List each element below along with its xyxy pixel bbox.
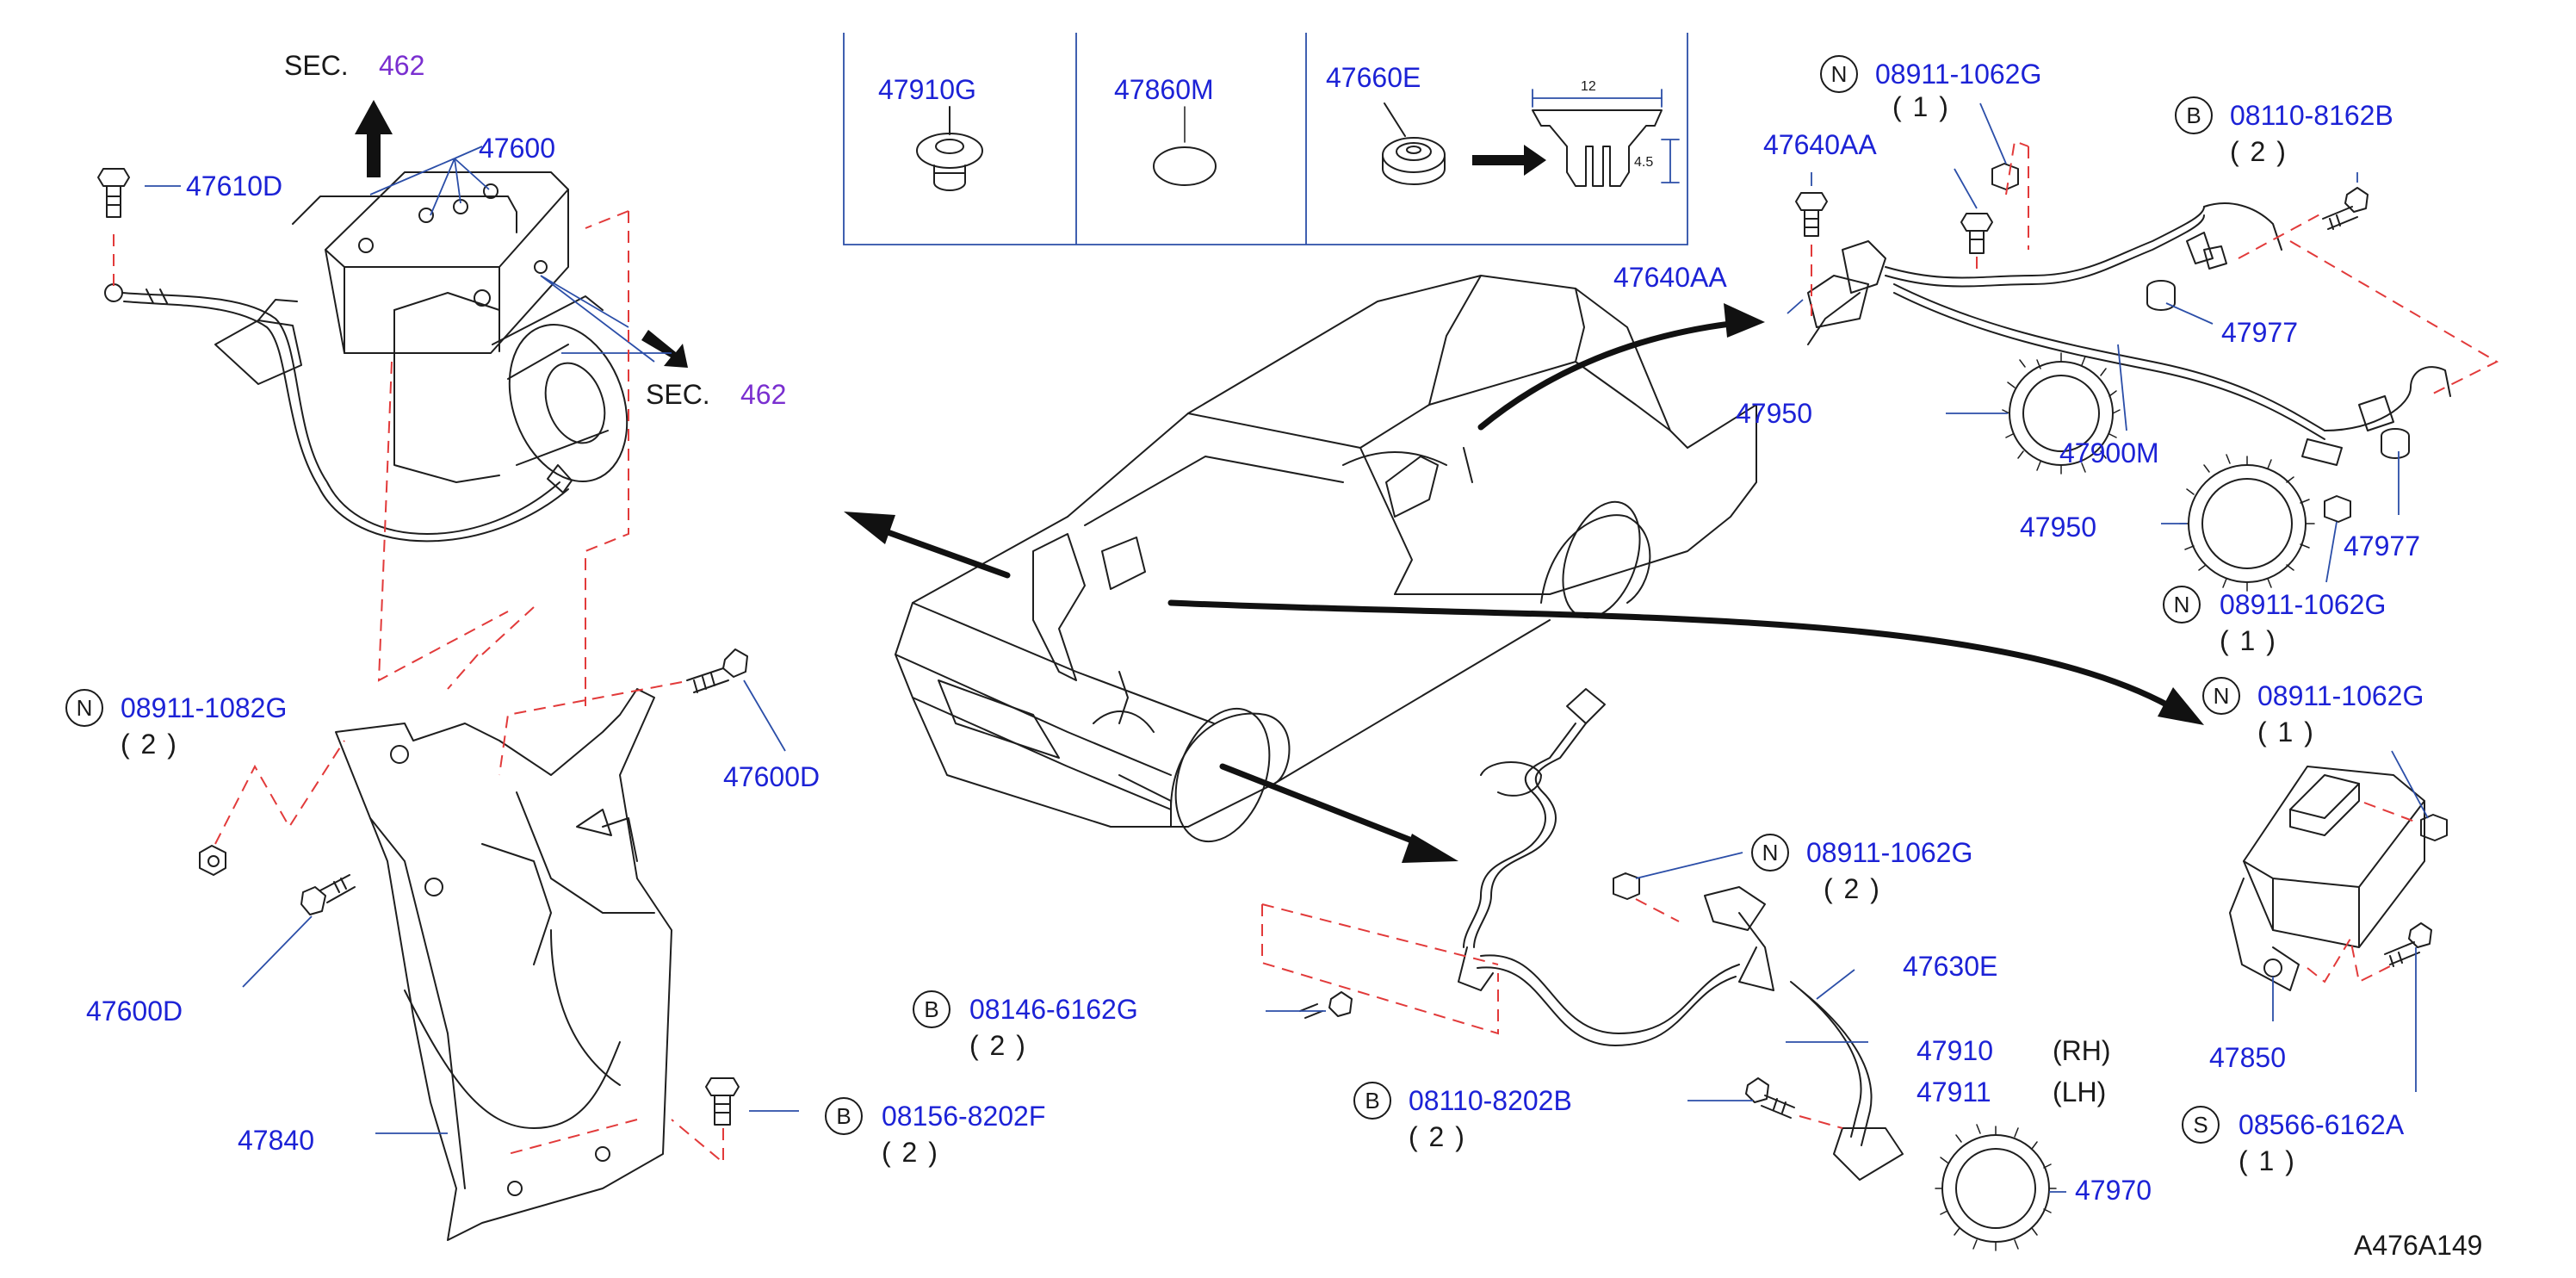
fastener-qty: ( 2 ) [2230,136,2288,167]
sec-arrow-up [355,100,393,177]
fastener-number-08110-8162B[interactable]: 08110-8162B [2230,100,2393,131]
part-label-47970[interactable]: 47970 [2075,1175,2152,1206]
fastener-number-08156-8202F[interactable]: 08156-8202F [882,1101,1046,1132]
fastener-number-08911-1062G[interactable]: 08911-1062G [2257,680,2424,711]
sec-ref-number-top[interactable]: 462 [379,50,425,81]
direction-arrows [844,303,2204,863]
fastener-qty: ( 2 ) [1824,873,1881,904]
fastener-number-08911-1082G[interactable]: 08911-1082G [121,692,288,723]
part-label-47977[interactable]: 47977 [2344,530,2420,561]
fastener-qty: ( 1 ) [2220,625,2277,656]
side-lh: (LH) [2053,1076,2107,1107]
fastener-qty: ( 1 ) [2239,1145,2296,1176]
part-label-47660E[interactable]: 47660E [1326,62,1421,93]
part-label-47950[interactable]: 47950 [2020,512,2096,543]
diagram-id-code: A476A149 [2354,1230,2483,1261]
fastener-number-08110-8202B[interactable]: 08110-8202B [1409,1085,1572,1116]
part-label-47900M[interactable]: 47900M [2059,437,2159,468]
fastener-number-08911-1062G[interactable]: 08911-1062G [2220,589,2387,620]
fastener-number-08911-1062G[interactable]: 08911-1062G [1875,59,2042,90]
part-label-47640AA[interactable]: 47640AA [1613,262,1727,293]
dimension-width: 12 [1581,79,1596,94]
part-label-47911[interactable]: 47911 [1917,1076,1991,1107]
fastener-number-08146-6162G[interactable]: 08146-6162G [969,994,1138,1025]
bracket-drawing [199,648,748,1241]
part-label-47840[interactable]: 47840 [238,1125,314,1156]
bracket-leaders [242,679,799,1134]
part-label-47950[interactable]: 47950 [1736,398,1812,429]
rear-harness-leaders [1786,102,2400,583]
dimension-height: 4.5 [1634,155,1654,170]
part-label-47640AA[interactable]: 47640AA [1763,129,1877,160]
part-label-47977[interactable]: 47977 [2221,317,2298,348]
part-label-47910[interactable]: 47910 [1917,1035,1993,1066]
rear-harness-teeth [2002,352,2315,592]
actuator-phantom-lines [113,210,629,706]
badge-B: B [913,990,951,1028]
front-sensor-phantom-lines [1261,898,1843,1129]
fastener-qty: ( 2 ) [1409,1121,1466,1152]
fastener-number-08911-1062G[interactable]: 08911-1062G [1806,837,1973,868]
badge-B: B [1353,1082,1391,1120]
sec-ref-number-right[interactable]: 462 [740,379,787,410]
control-unit-leaders [2272,750,2429,1092]
clip-section-drawing [1532,89,1680,187]
part-label-47600D[interactable]: 47600D [86,996,183,1027]
fastener-qty: ( 1 ) [1892,91,1950,122]
control-unit-phantom-lines [2307,802,2420,983]
badge-B: B [2175,96,2213,134]
part-label-47860M[interactable]: 47860M [1114,74,1214,105]
plug-47860M-drawing [1153,146,1217,186]
abs-actuator-drawing [97,168,629,543]
badge-S: S [2182,1106,2220,1144]
sec-ref-prefix-right: SEC. [646,379,710,410]
fastener-qty: ( 2 ) [121,729,178,760]
part-label-47850[interactable]: 47850 [2209,1042,2286,1073]
front-sensor-leaders [1266,852,2066,1193]
part-label-47910G[interactable]: 47910G [878,74,976,105]
sec-arrow-right [641,330,688,368]
badge-N: N [2163,586,2201,623]
grommet-47910G-drawing [916,106,983,191]
fastener-number-08566-6162A[interactable]: 08566-6162A [2239,1109,2405,1140]
side-rh: (RH) [2053,1035,2111,1066]
badge-B: B [825,1097,863,1135]
vehicle-drawing [895,275,1757,843]
bracket-phantom-lines [214,681,724,1165]
part-label-47630E[interactable]: 47630E [1903,951,1998,982]
inset-box [843,33,1688,245]
badge-N: N [1820,55,1858,93]
rear-harness-drawing [1795,163,2451,583]
front-sensor-teeth [1935,1124,2057,1251]
grommet-47660E-drawing [1382,102,1446,185]
fastener-qty: ( 1 ) [2257,717,2315,748]
part-label-47610D[interactable]: 47610D [186,171,283,202]
part-label-47600D[interactable]: 47600D [723,761,820,792]
actuator-leaders [145,146,672,363]
badge-N: N [1751,834,1789,872]
fastener-qty: ( 2 ) [882,1137,939,1168]
rear-harness-phantom-lines [1811,140,2499,397]
badge-N: N [65,689,103,727]
sec-ref-prefix-top: SEC. [284,50,349,81]
fastener-qty: ( 2 ) [969,1030,1027,1061]
control-unit-drawing [2229,766,2448,991]
badge-N: N [2202,677,2240,715]
part-label-47600[interactable]: 47600 [479,133,555,164]
